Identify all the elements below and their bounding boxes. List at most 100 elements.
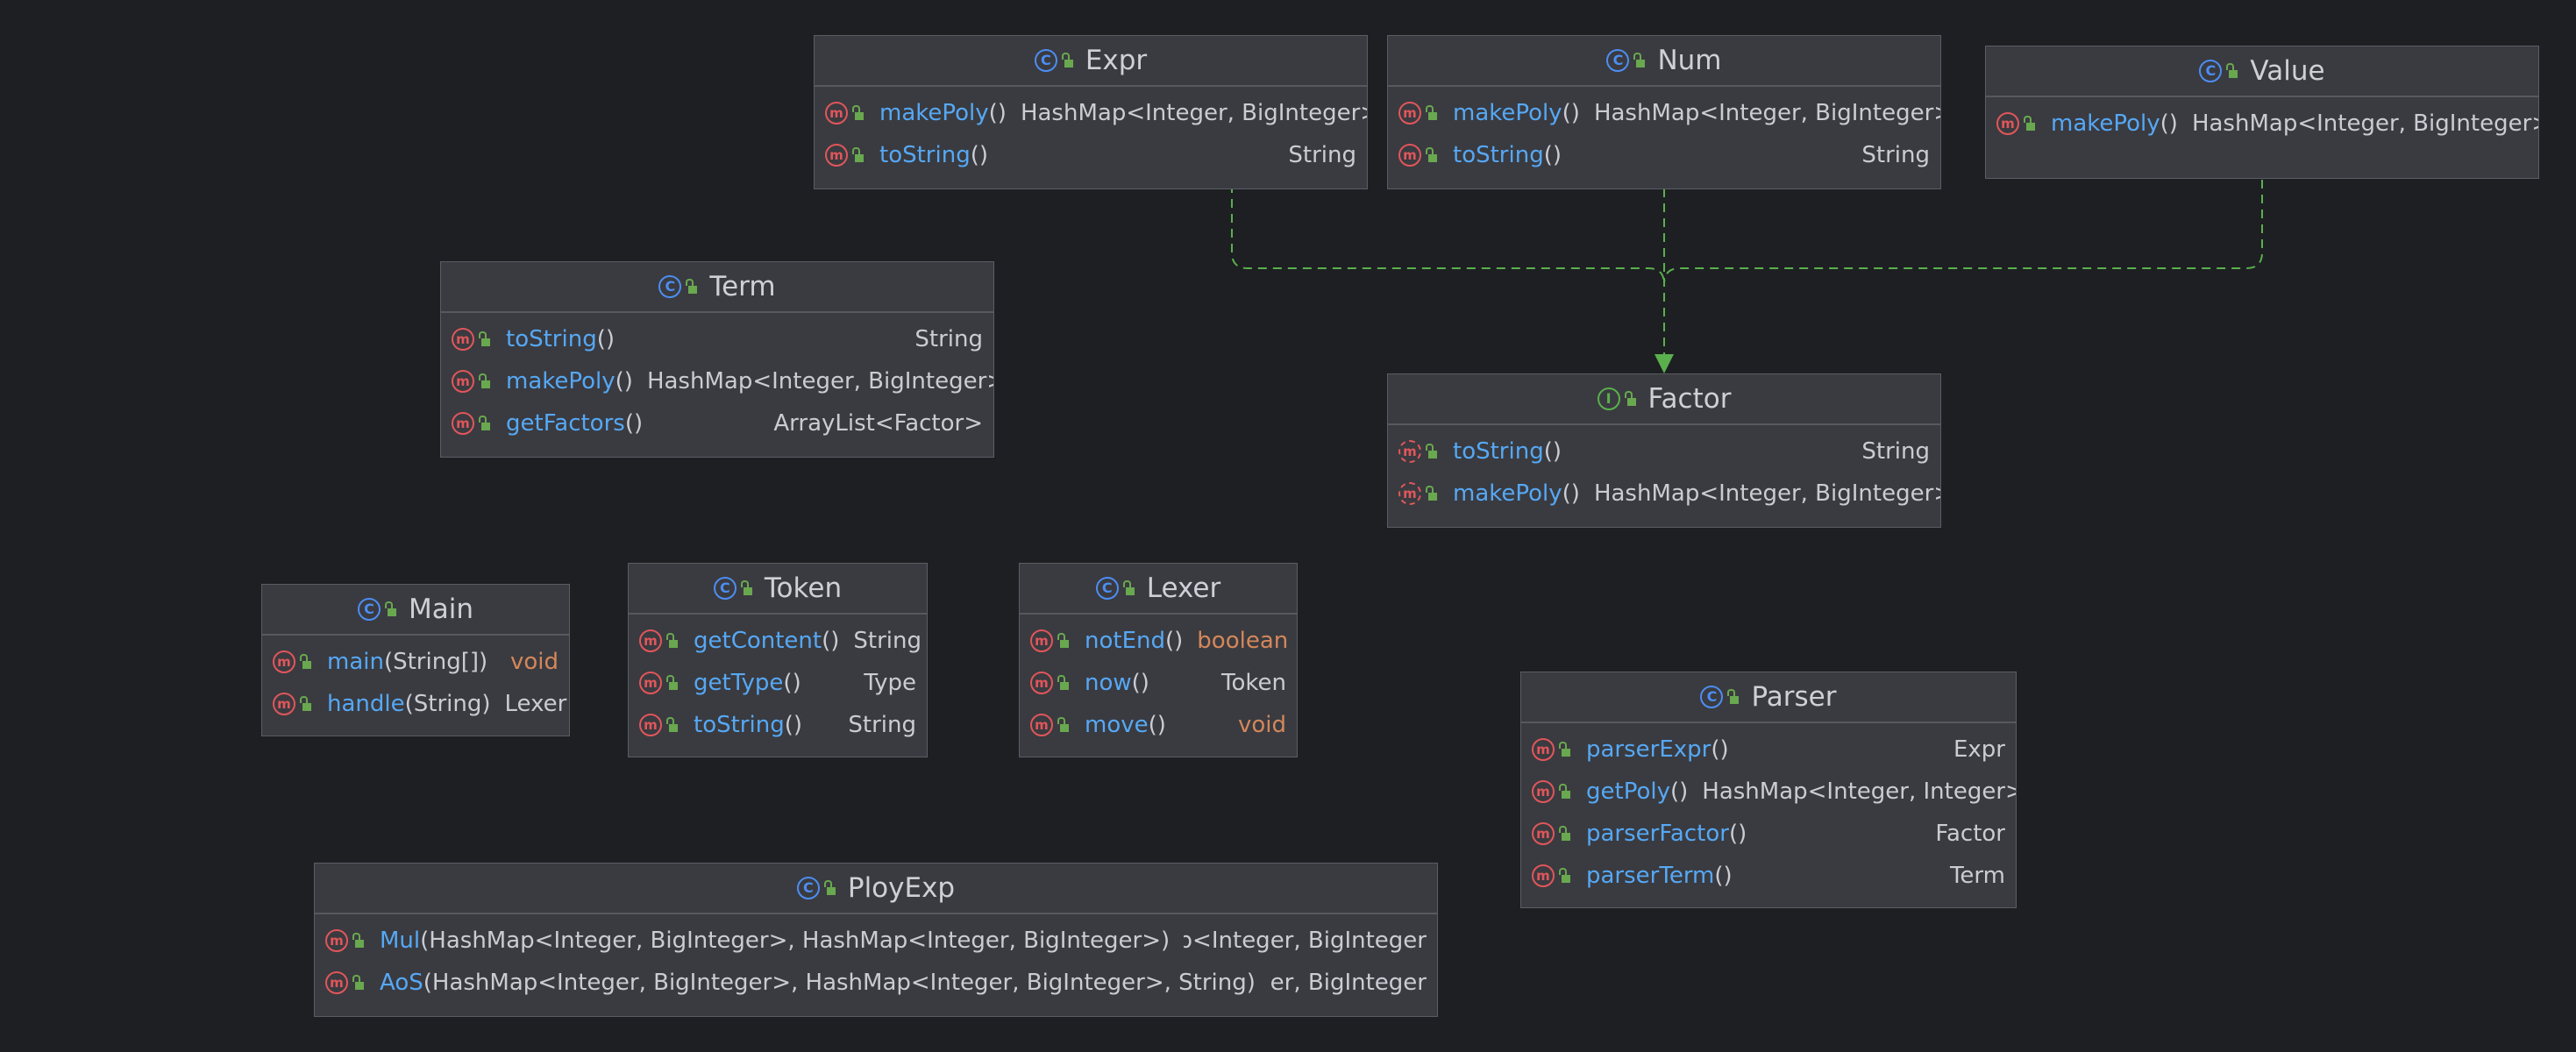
public-lock-icon <box>1057 674 1069 690</box>
method-name: main <box>327 649 384 675</box>
public-lock-icon <box>352 974 364 990</box>
class-icon: C <box>713 577 737 600</box>
method-params: () <box>596 326 615 352</box>
method-return-type: String <box>914 326 983 352</box>
method-return-type: ıMap<Integer, BigInteger> <box>1184 928 1427 954</box>
method-return-type: String <box>1861 438 1930 465</box>
method-return-type: String <box>853 628 922 654</box>
method-name: makePoly <box>506 368 616 394</box>
method-params: () <box>1711 736 1729 763</box>
method-icon: m <box>1030 629 1053 652</box>
method-return-type: Type <box>864 670 916 696</box>
method-params: (String[]) <box>383 649 488 675</box>
class-icon: C <box>357 598 381 621</box>
method-icon: m <box>1030 714 1053 736</box>
method-params: () <box>1543 438 1562 465</box>
method-row[interactable]: m toString() String <box>441 318 993 360</box>
method-params: () <box>1562 480 1580 507</box>
method-icon: m <box>1030 672 1053 694</box>
method-return-type: String <box>1288 142 1356 168</box>
public-lock-icon <box>1426 104 1437 120</box>
method-name: toString <box>506 326 597 352</box>
method-params: () <box>624 410 644 437</box>
method-params: (String) <box>404 691 491 717</box>
method-params: (HashMap<Integer, BigInteger>, HashMap<I… <box>420 928 1171 954</box>
method-return-type: Factor <box>1935 821 2005 847</box>
method-return-type: Term <box>1949 863 2005 889</box>
class-name: Main <box>408 594 473 625</box>
method-icon: m <box>452 328 474 351</box>
method-icon: m <box>639 629 662 652</box>
public-lock-icon <box>1633 52 1646 68</box>
class-header[interactable]: C Main <box>262 585 569 636</box>
method-name: getType <box>694 670 784 696</box>
method-return-type: boolean <box>1197 628 1289 654</box>
public-lock-icon <box>479 331 490 346</box>
method-params: () <box>1543 142 1562 168</box>
method-return-type: HashMap<Integer, BigInteger> <box>1593 100 1940 126</box>
method-return-type: void <box>509 649 559 675</box>
public-lock-icon <box>479 373 490 388</box>
method-return-type: HashMap<Integer, BigInteger> <box>646 368 993 394</box>
method-icon: m <box>1398 144 1421 167</box>
method-name: parserTerm <box>1586 863 1715 889</box>
method-icon: m <box>1532 822 1555 845</box>
class-name: Parser <box>1751 681 1837 713</box>
public-lock-icon <box>300 695 311 711</box>
method-icon: m <box>1996 112 2019 135</box>
method-params: () <box>615 368 633 394</box>
class-icon: C <box>1034 49 1057 72</box>
public-lock-icon <box>479 415 490 430</box>
public-lock-icon <box>1727 688 1740 704</box>
method-return-type: Lexer <box>504 691 567 717</box>
method-params: () <box>988 100 1007 126</box>
method-return-type: Expr <box>1953 736 2005 763</box>
method-return-type: HashMap<Integer, BigInteger> <box>1020 100 1367 126</box>
